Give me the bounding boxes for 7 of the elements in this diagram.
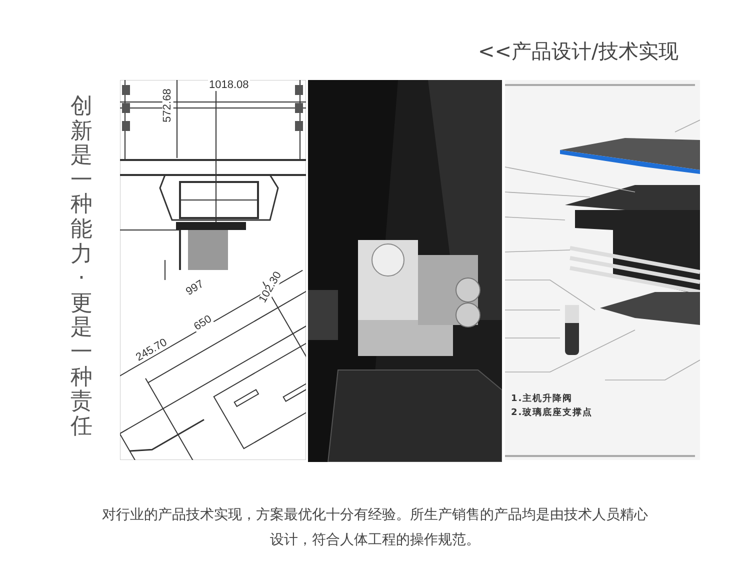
dimension-label: 1018.08 (208, 80, 250, 91)
caption-text: 对行业的产品技术实现，方案最优化十分有经验。所生产销售的产品均是由技术人员精心设计，符合人体工程的操作规范。 (101, 506, 649, 550)
page-title: <<产品设计/技术实现 (478, 40, 678, 62)
part-label: 2.玻璃底座支撑点 (511, 406, 593, 419)
slogan-text: 创新是一种能力·更是一种责任 (70, 95, 93, 440)
part-label: 1.主机升降阀 (511, 392, 573, 405)
dimension-label: 572.68 (162, 88, 174, 124)
